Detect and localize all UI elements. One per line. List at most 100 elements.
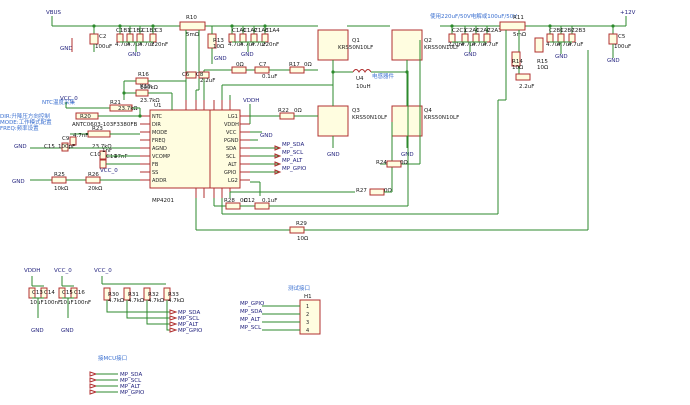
cap-bank-mid: C1A1 C1A2 C1A3 C1A4 4.7uF 4.7uF 4.7uF 22…	[228, 26, 280, 58]
ref-r20: R20	[80, 114, 91, 120]
ref-c2a2: C2A2	[476, 28, 491, 34]
cap-c1a2	[239, 33, 247, 43]
port-arrow-gpio	[274, 169, 282, 175]
gate-wires: 0Ω C7 0.1uF R17 0Ω R22 0Ω R28 0Ω C12 0.1…	[185, 40, 589, 242]
ref-c2c1: C2C1	[452, 28, 467, 34]
u1-ref: U1	[154, 103, 162, 109]
ref-c2a3: C2A3	[487, 28, 502, 34]
ref-c2a1: C2A1	[465, 28, 480, 34]
part-q1: KRS50N10LF	[338, 45, 373, 51]
vout-rail: +12V	[440, 10, 636, 27]
ref-c2b2: C2B2	[560, 28, 575, 34]
val-c11: 47nF	[114, 154, 128, 160]
resistor-r15	[534, 37, 544, 53]
ref-c9: C9	[62, 136, 70, 142]
resistor-r29	[289, 226, 305, 234]
val-u4: 10uH	[356, 84, 371, 90]
mcu-port-alt	[89, 383, 98, 389]
resistor-r27	[369, 188, 385, 196]
h1-net-sda: MP_SDA	[240, 309, 262, 315]
mcu-net-alt: MP_ALT	[120, 384, 141, 390]
cap-c6	[185, 71, 197, 79]
val-r24: 0Ω	[400, 160, 408, 166]
mosfet-q4: Q4 KRS50N10LF GND	[391, 72, 459, 158]
ref-c7: C7	[259, 62, 267, 68]
resistor-r17	[289, 66, 305, 74]
pullup-net-scl: MP_SCL	[178, 316, 200, 322]
resistor-r14	[511, 51, 521, 67]
u1-pin-agnd: AGND	[152, 146, 167, 152]
mode-note: MODE:工作模式配置	[0, 118, 52, 126]
cap-c5	[608, 33, 618, 45]
val-r28: 0Ω	[240, 198, 248, 204]
cap-c2a1	[461, 33, 469, 43]
cap-c1b2	[126, 33, 134, 43]
val-c2a1: 4.7uF	[461, 42, 476, 48]
ref-c12: C12	[244, 198, 255, 204]
ref-c1a2: C1A2	[243, 28, 258, 34]
ref-r15: R15	[537, 59, 548, 65]
val-r15: 10Ω	[537, 65, 548, 71]
h1-pin-3: 3	[306, 320, 309, 326]
mosfet-q1: Q1 KRS50N10LF	[300, 25, 373, 72]
ref-c2: C2	[99, 34, 106, 40]
inductor-coil	[352, 69, 372, 73]
vcc-label-ntc: VCC_0	[60, 96, 78, 102]
val-c12: 0.1uF	[262, 198, 277, 204]
cap-c2b3	[568, 33, 576, 43]
val-r14: 10Ω	[512, 65, 523, 71]
u1-pin-addr: ADDR	[152, 178, 167, 184]
val-c2b3: 4.7uF	[568, 42, 583, 48]
val-c2c1: 220nF	[448, 42, 465, 48]
u1-net-gpio: MP_GPIO	[282, 166, 307, 172]
val-r16: 100kΩ	[140, 85, 158, 91]
u1-pin-dir: DIR	[152, 122, 161, 128]
u1-pin-ntc: NTC	[152, 114, 163, 120]
val-r19: 23.7kΩ	[140, 98, 160, 104]
u1-pin-pgnd: PGND	[224, 138, 239, 144]
resistor-r24	[386, 160, 402, 168]
ref-q4: Q4	[424, 108, 432, 114]
ref-c6: C6	[182, 72, 190, 78]
ref-c1a3: C1A3	[254, 28, 269, 34]
mosfet-q3: Q3 KRS50N10LF GND	[317, 72, 387, 158]
ref-r24: R24	[376, 160, 387, 166]
part-q2: KRS50N10LF	[424, 45, 459, 51]
ref-r17: R17	[289, 62, 300, 68]
u1-right-bus: MP_SDA MP_SCL MP_ALT MP_GPIO GND VDDH	[243, 98, 307, 175]
u1-net-sda: MP_SDA	[282, 142, 304, 148]
junctions	[92, 24, 615, 118]
cap-c1a1	[228, 33, 236, 43]
ref-c10: C10	[90, 152, 101, 158]
gnd-label-mid: GND	[241, 52, 254, 58]
c6-c8: C6 C8 2.2uF	[182, 71, 215, 84]
mcu-port-scl	[89, 377, 98, 383]
ref-c13: C13	[32, 290, 43, 296]
decoupling-vddh: VDDH C13 C14 10uF 100nF GND	[24, 268, 61, 334]
u1-pin-gpio: GPIO	[224, 170, 236, 176]
gnd-label-1: GND	[128, 52, 141, 58]
val-r31: 4.7kΩ	[128, 298, 144, 304]
val-c15: 100pF	[58, 144, 75, 150]
ref-r27: R27	[356, 188, 367, 194]
gnd-right: GND	[464, 52, 477, 58]
val-c10: 1nF	[102, 148, 112, 154]
val-c2b1: 4.7uF	[546, 42, 561, 48]
vcc-addr: VCC_0	[100, 168, 118, 174]
mcu-interface: 接MCU接口 MP_SDA MP_SCL MP_ALT MP_GPIO	[89, 354, 145, 396]
ref-r16: R16	[138, 72, 149, 78]
u1-pin-vcomp: VCOMP	[152, 154, 170, 160]
ref-q3: Q3	[352, 108, 360, 114]
ref-c2b3: C2B3	[571, 28, 586, 34]
cap-c15	[61, 142, 69, 152]
rail-right-label: +12V	[620, 10, 636, 16]
u1-pin-alt: ALT	[228, 162, 238, 168]
h1-net-scl: MP_SCL	[240, 325, 262, 331]
cap-c3	[149, 33, 157, 43]
val-c13: 10uF	[30, 300, 44, 306]
u1-controller: U1 MP4201 NTC DIR MODE FREQ AGND VCOMP F…	[140, 103, 211, 204]
val-r11: 5mΩ	[513, 32, 526, 38]
val-c1a4: 220nF	[262, 42, 279, 48]
ref-c1b3: C1B3	[142, 28, 157, 34]
val-c17: 10uF	[60, 300, 74, 306]
